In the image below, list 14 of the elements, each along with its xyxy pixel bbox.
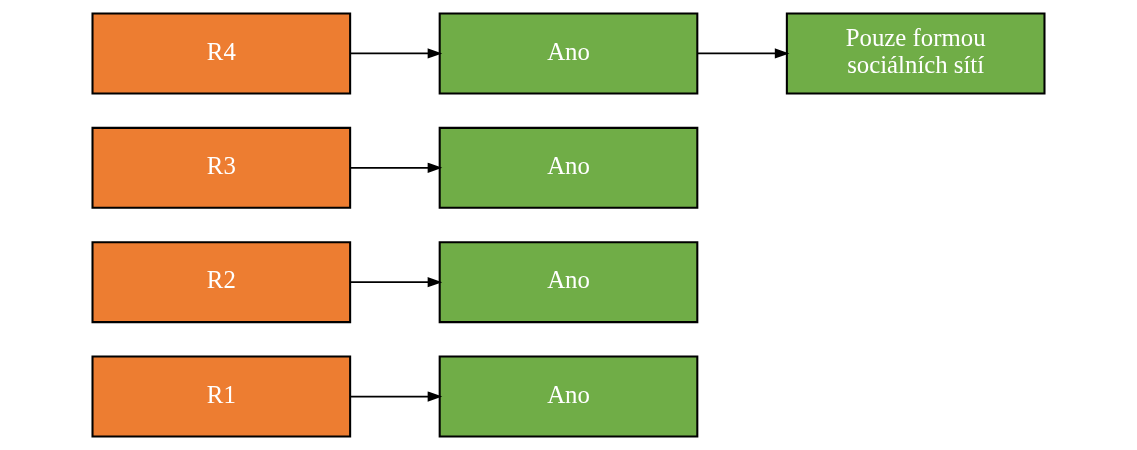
node-box: R4 [91,12,352,95]
node-box: R1 [91,355,352,438]
arrow [349,162,443,173]
arrow [349,391,443,402]
node-box: R2 [91,241,352,324]
node-box: Ano [438,241,699,324]
node-box: Ano [438,355,699,438]
node-box: Ano [438,12,699,95]
node-box: Ano [438,126,699,209]
arrow [696,48,790,59]
arrow [349,48,443,59]
arrow [349,277,443,288]
node-box: Pouze formou sociálních sítí [785,12,1046,95]
node-box: R3 [91,126,352,209]
